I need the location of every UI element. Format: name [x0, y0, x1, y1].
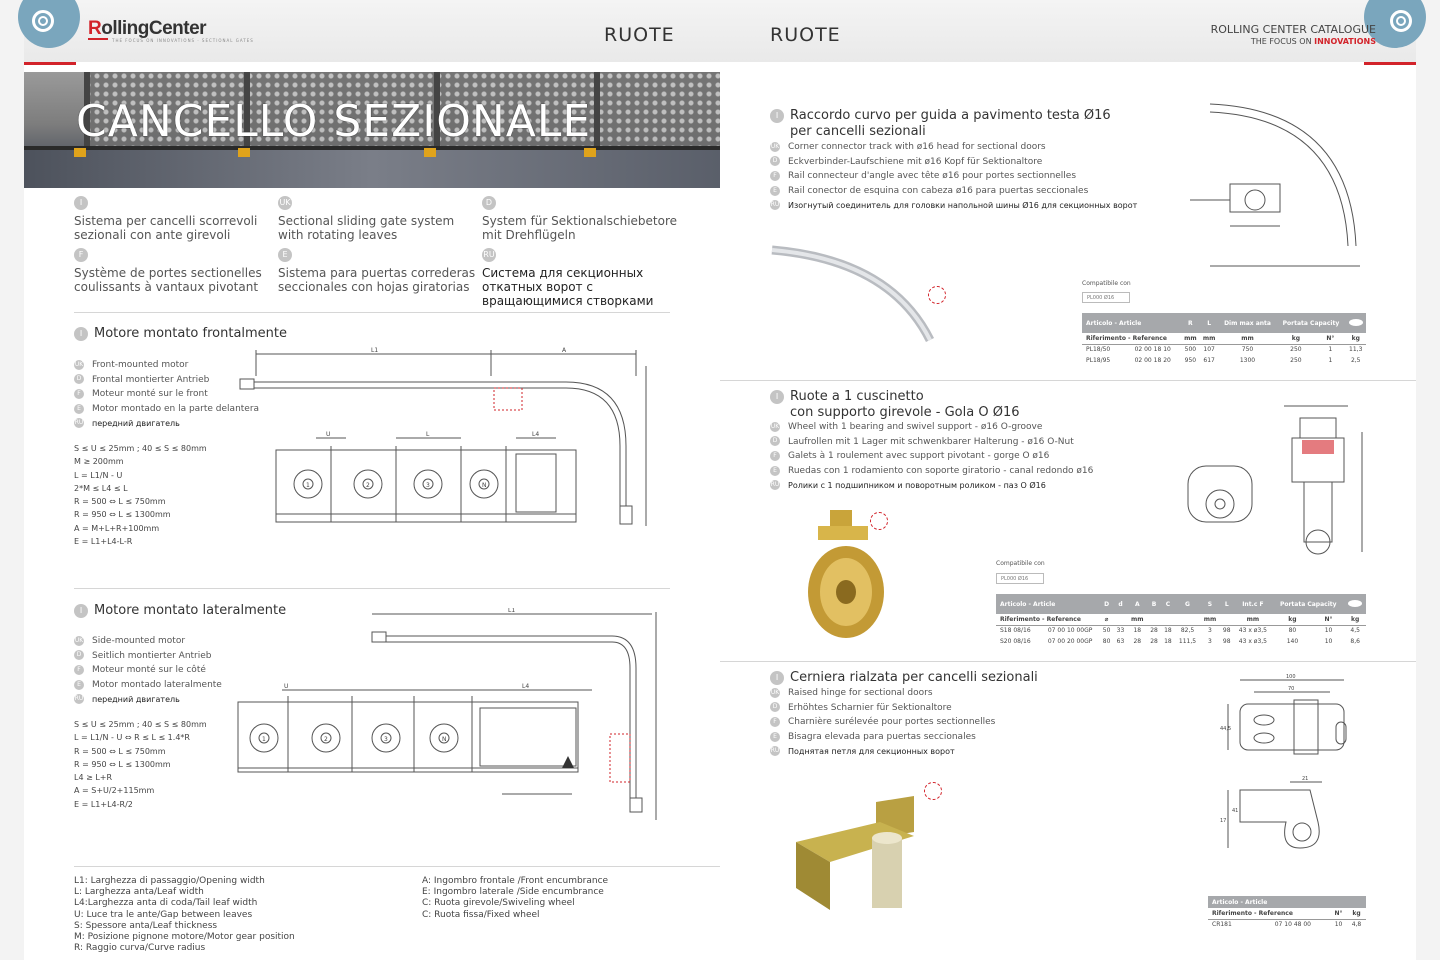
right-badge-icon	[1364, 0, 1426, 48]
product2-photo	[808, 510, 884, 638]
front-motor-formulas: S ≤ U ≤ 25mm ; 40 ≤ S ≤ 80mm M ≥ 200mm L…	[74, 444, 207, 547]
left-accent-line	[24, 62, 76, 65]
front-dim-a: A	[562, 347, 567, 354]
logo-subtitle: THE FOCUS ON INNOVATIONS · SECTIONAL GAT…	[112, 38, 254, 43]
p3-dim-445: 44,5	[1220, 726, 1231, 732]
side-dim-u: U	[284, 683, 288, 690]
product1-photo	[771, 245, 935, 343]
front-dim-l: L	[426, 431, 430, 438]
product2-compat-label: Compatibile con	[996, 560, 1045, 567]
brand-logo: RollingCenter	[88, 18, 207, 39]
front-dim-l1: L1	[371, 347, 378, 354]
header-band	[24, 0, 1416, 62]
front-motor-drawing: L1 A U L L4 1 2 3 N	[239, 347, 647, 526]
right-section-title: RUOTE	[770, 24, 841, 46]
product1-compat-value: PL000 Ø16	[1082, 292, 1130, 303]
legend-left: L1: Larghezza di passaggio/Opening width…	[74, 876, 295, 954]
right-book-edge	[1416, 0, 1440, 960]
table-row: CR181 07 10 48 00 10 4,8	[1212, 921, 1362, 929]
rotate-icon	[928, 286, 946, 304]
svg-text:N: N	[482, 482, 487, 489]
rotate-icon	[924, 782, 942, 800]
rotate-icon	[870, 512, 888, 530]
product1-compat-label: Compatibile con	[1082, 280, 1131, 287]
svg-text:2: 2	[366, 482, 370, 489]
hero-title: CANCELLO SEZIONALE	[76, 96, 592, 147]
p3-dim-17: 17	[1220, 818, 1226, 824]
svg-text:1: 1	[262, 736, 266, 743]
left-book-edge	[0, 0, 24, 960]
divider	[720, 380, 1416, 381]
divider	[720, 661, 1416, 662]
right-accent-line	[1364, 62, 1416, 65]
p3-dim-100: 100	[1286, 674, 1296, 680]
side-dim-l1: L1	[508, 608, 515, 614]
eye-icon	[1348, 599, 1363, 607]
left-badge-icon	[18, 0, 80, 48]
logo-red-bar	[88, 38, 108, 40]
front-dim-l4: L4	[532, 431, 539, 438]
svg-text:N: N	[442, 736, 447, 743]
svg-text:3: 3	[426, 482, 430, 489]
product3-photo	[796, 796, 914, 910]
side-motor-formulas: S ≤ U ≤ 25mm ; 40 ≤ S ≤ 80mm L = L1/N - …	[74, 720, 207, 809]
catalogue-title: ROLLING CENTER CATALOGUE	[1210, 23, 1376, 36]
product2-compat-value: PL000 Ø16	[996, 573, 1044, 584]
catalogue-heading: ROLLING CENTER CATALOGUE THE FOCUS ON IN…	[1210, 23, 1376, 47]
svg-text:1: 1	[306, 482, 310, 489]
right-page	[720, 0, 1416, 960]
left-section-title: RUOTE	[604, 24, 675, 46]
front-dim-u: U	[326, 431, 330, 438]
p3-dim-41: 41	[1232, 808, 1238, 814]
svg-text:2: 2	[324, 736, 328, 743]
p3-dim-21: 21	[1302, 776, 1308, 782]
legend-right: A: Ingombro frontale /Front encumbrance …	[422, 876, 609, 920]
product2-drawing	[1187, 405, 1363, 555]
svg-text:3: 3	[384, 736, 388, 743]
product3-table: Articolo - Article Riferimento - Referen…	[1208, 896, 1366, 930]
p3-dim-70: 70	[1288, 686, 1294, 692]
side-motor-drawing: L1 U L4 1 2 3 N	[237, 608, 657, 820]
eye-icon	[1348, 318, 1363, 326]
divider	[74, 866, 720, 867]
product1-table: Articolo - Article R L Dim max anta Port…	[1082, 313, 1366, 366]
divider	[74, 588, 670, 589]
product2-table: Articolo - Article D d A B C G S L Int.c…	[996, 594, 1366, 647]
divider	[74, 312, 670, 313]
hero-image	[24, 72, 720, 188]
product1-drawing	[1190, 103, 1360, 267]
product3-drawing: 100 70 44,5 21 17 41	[1220, 674, 1347, 849]
side-dim-l4: L4	[522, 683, 529, 690]
